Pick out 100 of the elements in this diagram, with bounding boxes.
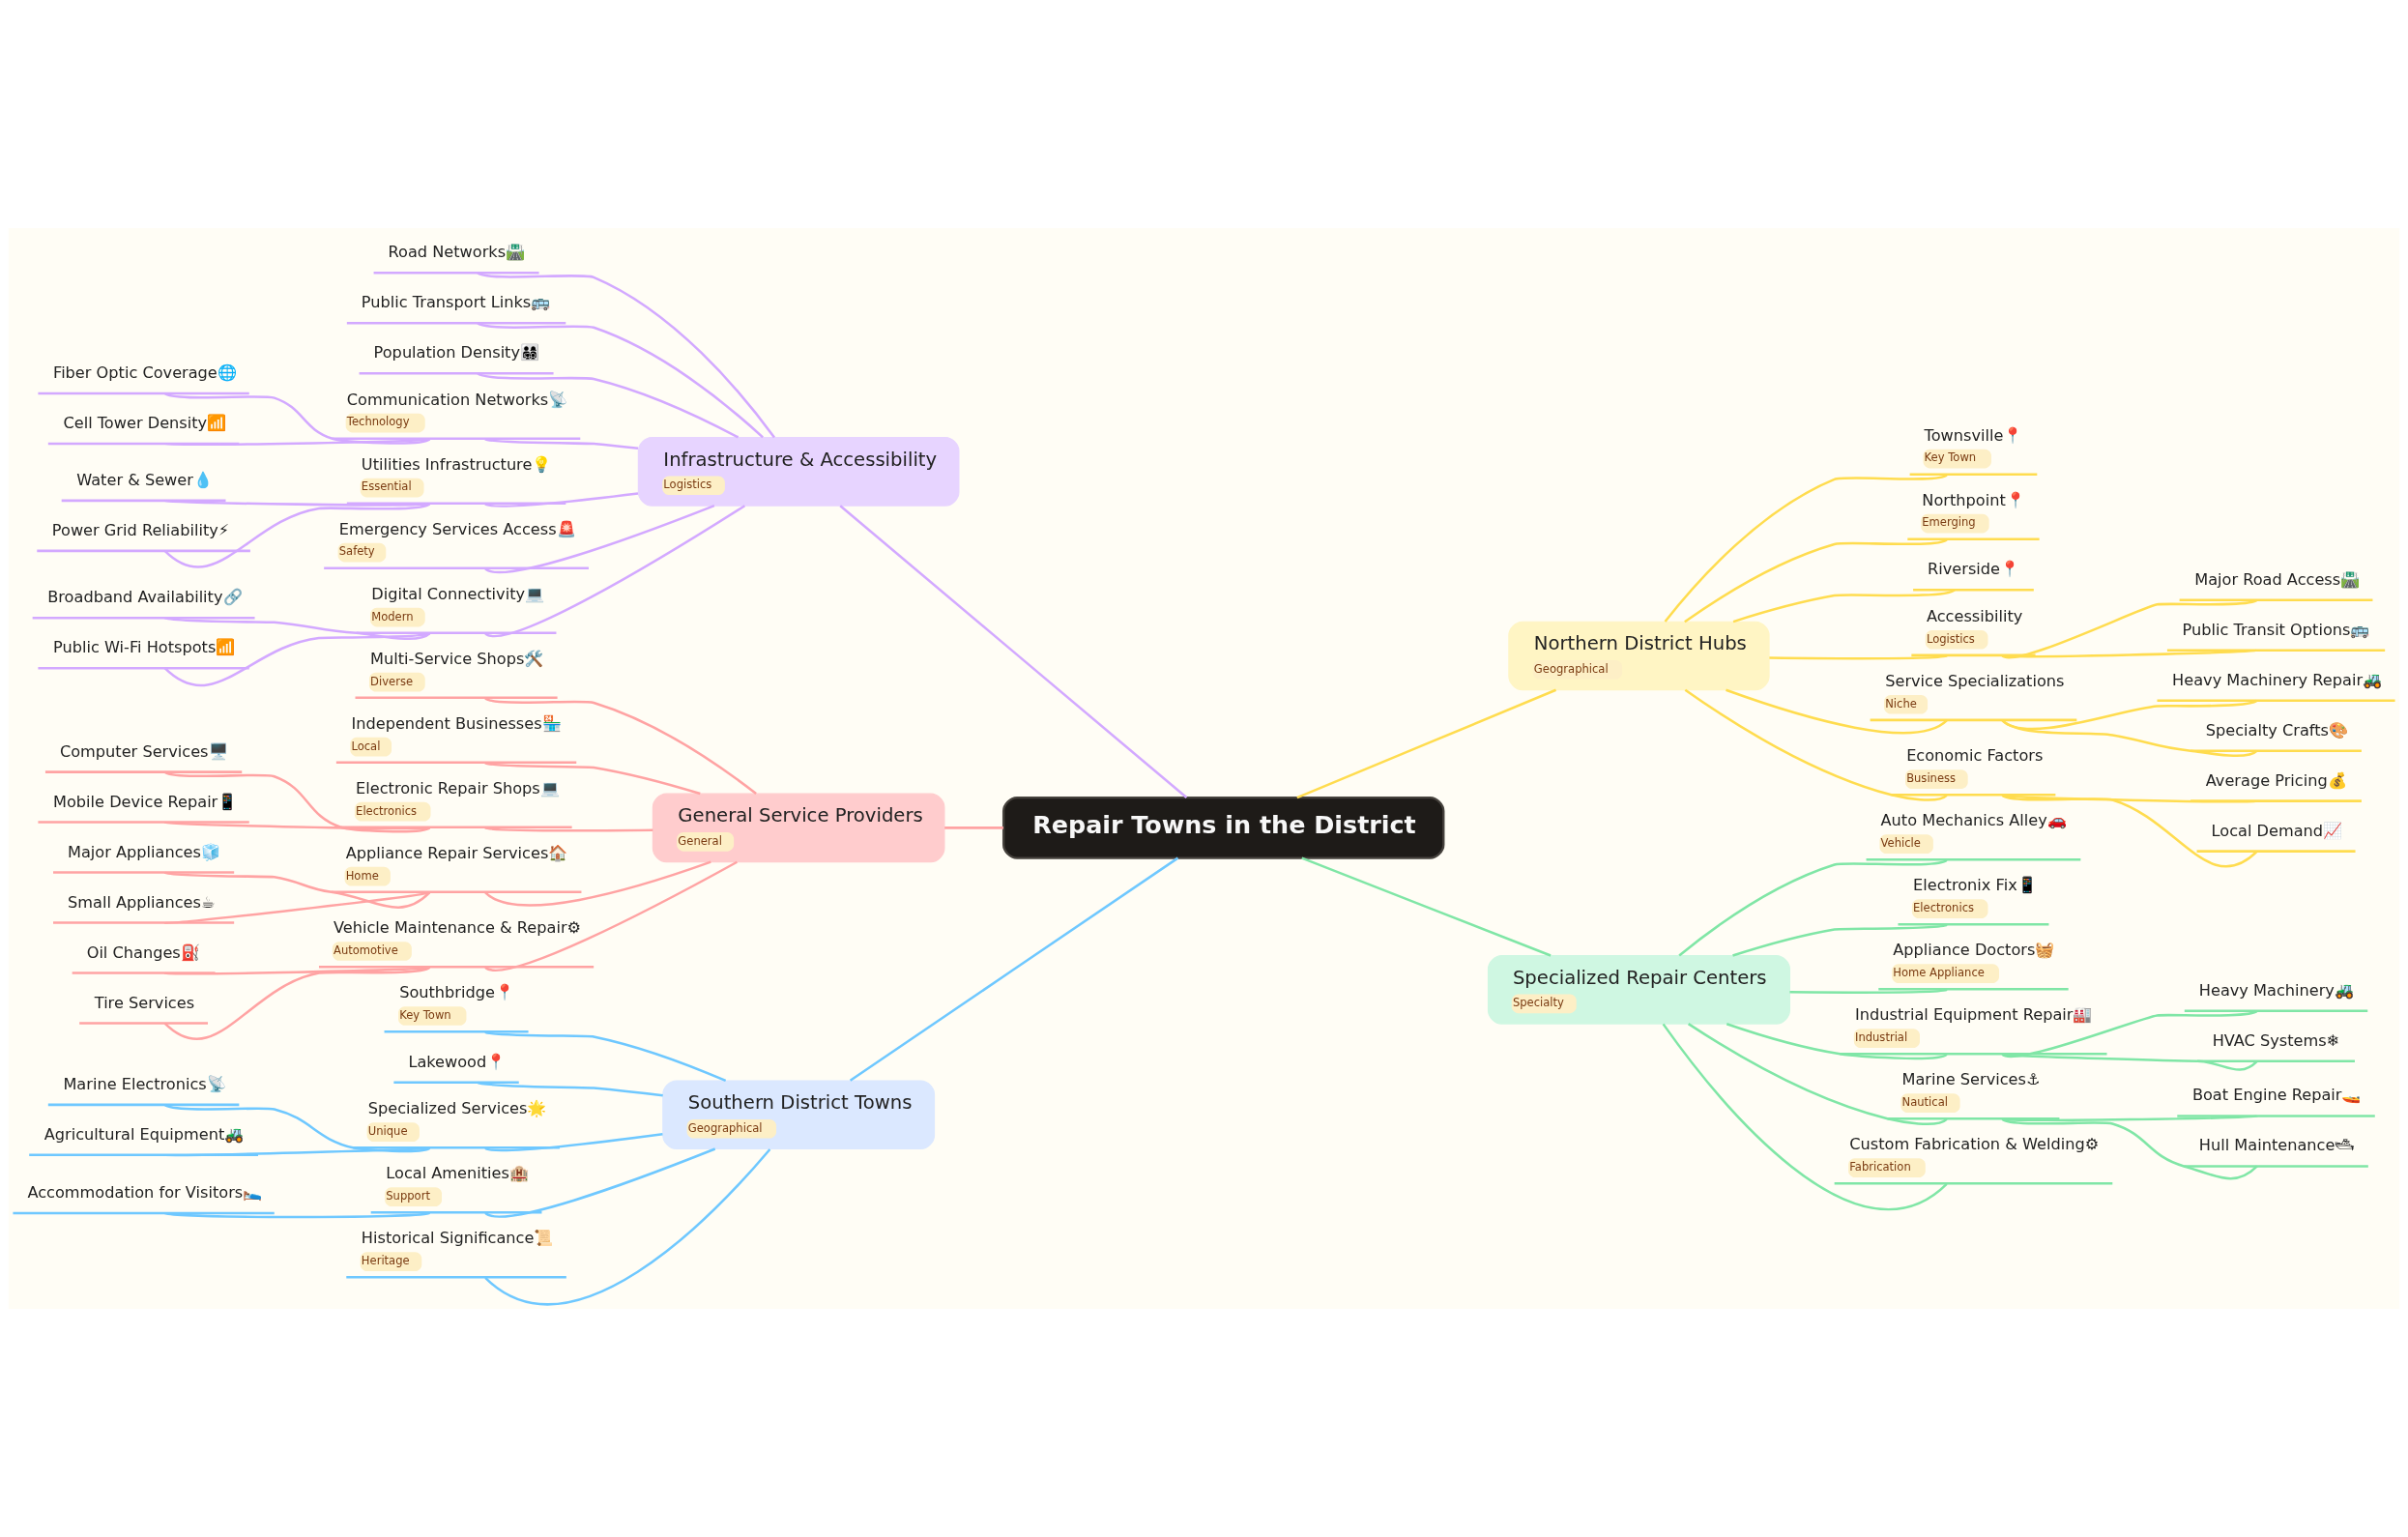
connector	[484, 1030, 727, 1083]
node-label: Appliance Repair Services🏠	[345, 843, 568, 862]
node-label: Marine Services⚓	[1901, 1070, 2041, 1089]
connector	[1726, 1023, 1948, 1060]
connector	[849, 856, 1179, 1082]
node-label: Specialized Services🌟	[367, 1099, 547, 1118]
node-text: Boat Engine Repair🚤	[2191, 1086, 2362, 1105]
node-text: Heavy Machinery🚜	[2198, 980, 2354, 1000]
connector	[164, 891, 430, 924]
node-box: Repair Towns in the District	[1001, 797, 1445, 859]
node-text: Public Wi-Fi Hotspots📶	[53, 638, 236, 657]
node-label: Townsville📍	[1924, 425, 2023, 445]
node-text: Local Demand📈	[2211, 821, 2343, 840]
node-text: Public Transit Options🚌	[2182, 620, 2370, 639]
node-text: Tire Services	[94, 993, 195, 1012]
connector	[484, 826, 653, 832]
connector	[839, 505, 1188, 799]
node-label: Auto Mechanics Alley🚗	[1880, 811, 2067, 830]
connector	[484, 438, 639, 450]
node-text: Average Pricing💰	[2205, 770, 2347, 790]
node-text: Broadband Availability🔗	[47, 588, 243, 607]
connector	[164, 438, 430, 446]
node-label: Northpoint📍	[1922, 490, 2025, 509]
connector	[1732, 923, 1948, 957]
node-label: Southbridge📍	[399, 983, 514, 1002]
connector	[1301, 856, 1552, 957]
node-label: Economic Factors	[1906, 746, 2044, 766]
node-box: Specialized Repair Centers Specialty	[1487, 955, 1790, 1025]
connector	[163, 966, 430, 1040]
node-text: Major Appliances🧊	[68, 842, 220, 861]
node-text: Population Density👨‍👩‍👧‍👦	[373, 343, 540, 362]
connector	[2002, 1115, 2258, 1122]
connector	[163, 503, 430, 568]
node-label: Service Specializations	[1885, 671, 2065, 690]
node-label: Local Amenities🏨	[386, 1164, 529, 1183]
connector	[2002, 794, 2257, 803]
connector	[477, 1081, 663, 1097]
node-text: Road Networks🛣	[388, 243, 526, 262]
node-text: Hull Maintenance🛥	[2198, 1136, 2356, 1155]
node-text: Marine Electronics📡	[63, 1074, 226, 1093]
connector	[164, 616, 431, 640]
node-text: Specialty Crafts🎨	[2205, 720, 2348, 740]
node-text: Mobile Device Repair📱	[53, 792, 238, 811]
connector	[1678, 858, 1948, 957]
connector	[1789, 988, 1948, 994]
node-text: Riverside📍	[1928, 560, 2020, 579]
connector	[1684, 688, 1948, 801]
connector	[484, 762, 701, 796]
connector	[484, 860, 711, 907]
node-label: Multi-Service Shops🛠	[370, 649, 544, 668]
connector	[164, 1146, 430, 1157]
node-text: Lakewood📍	[408, 1052, 507, 1071]
node-label: Emergency Services Access🚨	[338, 519, 576, 538]
connector	[1684, 538, 1948, 624]
node-text: Small Appliances☕	[68, 892, 216, 912]
connector	[1296, 688, 1557, 799]
connector	[2001, 1117, 2258, 1180]
connector	[164, 1103, 430, 1153]
connector	[477, 322, 764, 439]
connector	[1726, 688, 1948, 735]
connector	[2002, 598, 2258, 659]
connector	[1732, 589, 1956, 624]
connector	[2002, 649, 2258, 658]
connector	[1664, 474, 1948, 623]
node-label: Utilities Infrastructure💡	[361, 454, 552, 474]
node-text: Power Grid Reliability⚡	[51, 520, 230, 539]
connector	[164, 499, 430, 507]
node-label: Digital Connectivity💻	[371, 584, 545, 603]
connector	[944, 826, 1003, 829]
connector	[2001, 794, 2258, 868]
connector	[484, 1148, 771, 1305]
node-text: HVAC Systems❄	[2212, 1030, 2340, 1050]
node-label: Electronix Fix📱	[1913, 876, 2037, 895]
connector	[2001, 719, 2258, 758]
node-label: Vehicle Maintenance & Repair⚙	[333, 918, 582, 938]
node-label: Appliance Doctors🧺	[1893, 941, 2055, 960]
connector	[1769, 654, 1948, 660]
connector	[484, 697, 757, 795]
connector	[164, 966, 430, 975]
node-label: Historical Significance📜	[361, 1229, 554, 1248]
connector	[484, 492, 639, 508]
node-text: Heavy Machinery Repair🚜	[2172, 670, 2383, 689]
node-label: Industrial Equipment Repair🏭	[1855, 1005, 2093, 1025]
node-label: Accessibility	[1926, 606, 2023, 625]
connector	[477, 272, 775, 439]
connector	[484, 505, 746, 638]
connector	[1662, 1023, 1948, 1210]
node-box: Southern District Towns Geographical	[662, 1080, 936, 1150]
node-text: Major Road Access🛣	[2194, 569, 2361, 589]
connector	[164, 871, 431, 909]
node-text: Fiber Optic Coverage🌐	[53, 363, 237, 383]
connector	[2002, 1053, 2258, 1071]
node-label: Independent Businesses🏪	[351, 713, 562, 733]
node-text: Water & Sewer💧	[76, 470, 213, 489]
connector	[477, 372, 740, 439]
node-label: Custom Fabrication & Welding⚙	[1849, 1135, 2100, 1154]
node-text: Oil Changes⛽	[86, 942, 200, 962]
connector	[484, 504, 715, 574]
connector	[164, 1211, 430, 1219]
node-text: Agricultural Equipment🚜	[44, 1124, 245, 1144]
